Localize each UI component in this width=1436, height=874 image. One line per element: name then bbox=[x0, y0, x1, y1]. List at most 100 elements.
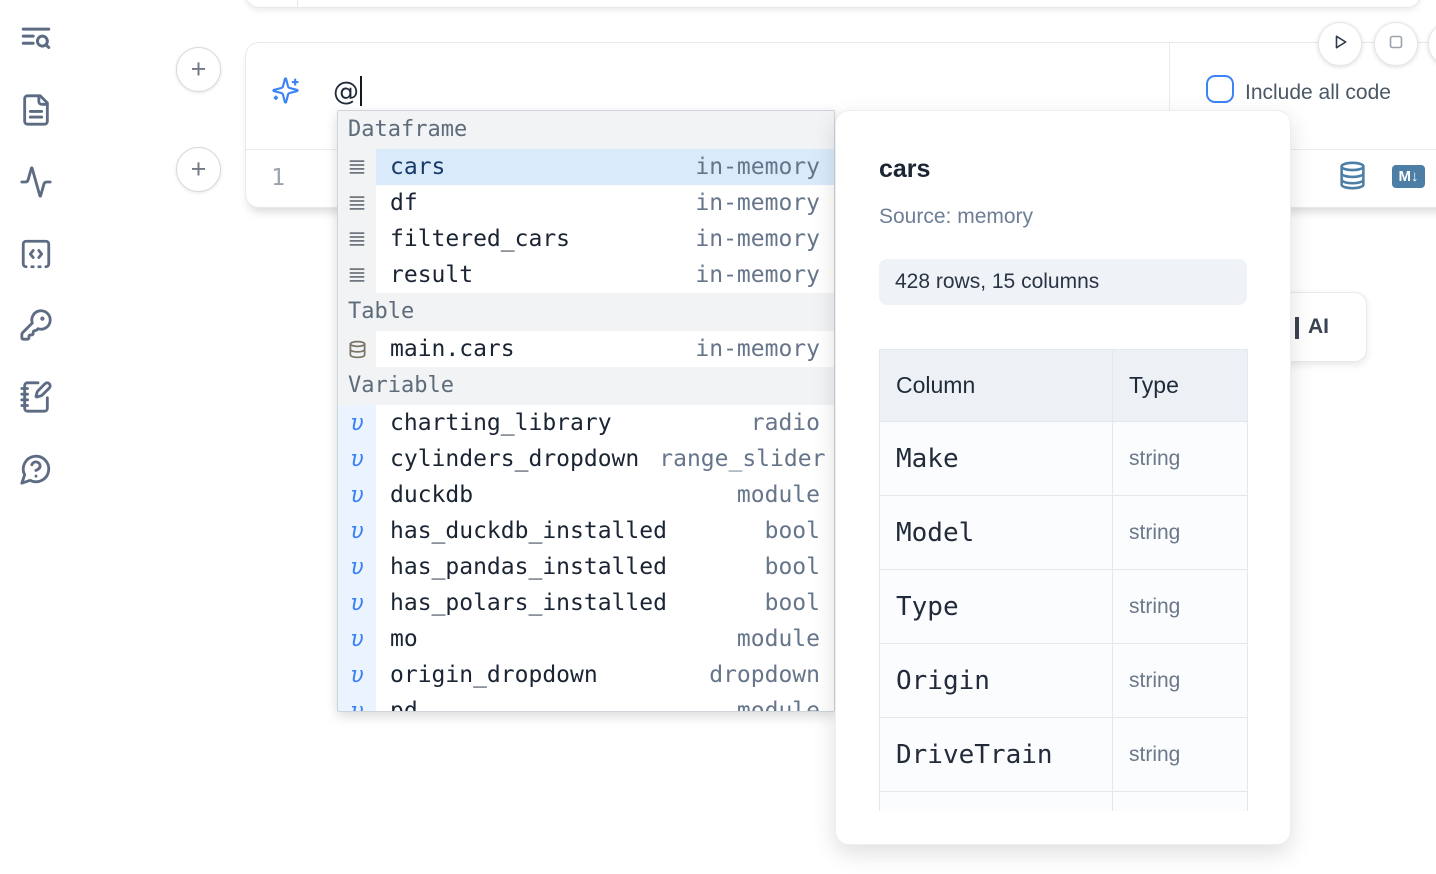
autocomplete-section-dataframe: Dataframe bbox=[338, 111, 834, 149]
line-number: 1 bbox=[271, 165, 285, 191]
autocomplete-item[interactable]: result in-memory bbox=[338, 257, 834, 293]
file-text-icon[interactable] bbox=[19, 93, 53, 127]
help-chat-icon[interactable] bbox=[19, 452, 53, 486]
key-icon[interactable] bbox=[19, 308, 53, 342]
column-type-cell bbox=[1112, 791, 1248, 811]
item-name: df bbox=[390, 190, 418, 216]
item-detail: in-memory bbox=[695, 154, 820, 180]
autocomplete-item[interactable]: main.cars in-memory bbox=[338, 331, 834, 367]
autocomplete-item-main: cars in-memory bbox=[376, 149, 834, 185]
column-name-cell: DriveTrain bbox=[879, 717, 1113, 792]
item-detail: radio bbox=[750, 410, 820, 436]
column-name-cell: Make bbox=[879, 421, 1113, 496]
stop-cell-button[interactable] bbox=[1374, 22, 1418, 66]
variable-icon: υ bbox=[338, 441, 376, 477]
column-name-cell: Type bbox=[879, 569, 1113, 644]
schema-header-cell: Type bbox=[1112, 349, 1248, 422]
autocomplete-item-main: result in-memory bbox=[376, 257, 834, 293]
previous-cell-bottom bbox=[245, 0, 1421, 8]
autocomplete-item-main: df in-memory bbox=[376, 185, 834, 221]
autocomplete-item-main: has_pandas_installed bool bbox=[376, 549, 834, 585]
column-name-cell: Model bbox=[879, 495, 1113, 570]
notebook-pen-icon[interactable] bbox=[19, 380, 53, 414]
sparkles-icon bbox=[271, 76, 300, 105]
text-search-icon[interactable] bbox=[19, 22, 53, 56]
autocomplete-item[interactable]: cars in-memory bbox=[338, 149, 834, 185]
item-detail: dropdown bbox=[709, 662, 820, 688]
row-column-summary: 428 rows, 15 columns bbox=[879, 259, 1247, 305]
preview-title: cars bbox=[879, 155, 931, 183]
code-editor-row[interactable]: 1 M↓ bbox=[246, 151, 1436, 208]
item-name: has_polars_installed bbox=[390, 590, 667, 616]
item-name: result bbox=[390, 262, 474, 288]
rows-icon bbox=[338, 149, 376, 185]
item-detail: bool bbox=[764, 590, 820, 616]
item-detail: bool bbox=[764, 554, 820, 580]
item-name: pd bbox=[390, 698, 418, 712]
column-name-cell bbox=[879, 791, 1113, 811]
autocomplete-section-variable: Variable bbox=[338, 367, 834, 405]
item-name: has_duckdb_installed bbox=[390, 518, 667, 544]
run-cell-button[interactable] bbox=[1318, 22, 1362, 66]
column-type-cell: string bbox=[1112, 495, 1248, 570]
database-icon bbox=[338, 331, 376, 367]
add-cell-above-button[interactable]: + bbox=[176, 47, 221, 92]
item-detail: module bbox=[736, 626, 820, 652]
item-detail: in-memory bbox=[695, 190, 820, 216]
activity-icon[interactable] bbox=[19, 165, 53, 199]
ai-button-label: AI bbox=[1308, 315, 1329, 338]
rows-icon bbox=[338, 257, 376, 293]
variable-icon: υ bbox=[338, 513, 376, 549]
input-divider bbox=[1169, 43, 1170, 150]
variable-icon: υ bbox=[338, 477, 376, 513]
autocomplete-section-table: Table bbox=[338, 293, 834, 331]
include-all-code-label: Include all code bbox=[1245, 81, 1391, 104]
item-name: duckdb bbox=[390, 482, 474, 508]
item-detail: bool bbox=[764, 518, 820, 544]
item-detail: in-memory bbox=[695, 336, 820, 362]
column-name-cell: Origin bbox=[879, 643, 1113, 718]
markdown-icon[interactable]: M↓ bbox=[1392, 165, 1425, 188]
autocomplete-dropdown: Dataframe cars in-memory df in-memory filtere… bbox=[337, 110, 835, 712]
item-name: main.cars bbox=[390, 336, 515, 362]
variable-icon: υ bbox=[338, 405, 376, 441]
code-square-icon[interactable] bbox=[19, 237, 53, 271]
item-name: cars bbox=[390, 154, 446, 180]
database-icon[interactable] bbox=[1338, 161, 1367, 190]
add-cell-below-button[interactable]: + bbox=[176, 147, 221, 192]
variable-icon: υ bbox=[338, 693, 376, 711]
left-sidebar bbox=[0, 0, 70, 874]
include-all-code-checkbox[interactable] bbox=[1206, 75, 1234, 103]
item-name: has_pandas_installed bbox=[390, 554, 667, 580]
variable-icon: υ bbox=[338, 585, 376, 621]
ai-prompt-input[interactable]: @ bbox=[333, 76, 362, 107]
stop-icon bbox=[1384, 30, 1408, 59]
autocomplete-item[interactable]: df in-memory bbox=[338, 185, 834, 221]
rows-icon bbox=[338, 185, 376, 221]
item-name: filtered_cars bbox=[390, 226, 571, 252]
autocomplete-item[interactable]: υ has_polars_installed bool bbox=[338, 585, 834, 621]
item-detail: in-memory bbox=[695, 262, 820, 288]
column-type-cell: string bbox=[1112, 569, 1248, 644]
autocomplete-item[interactable]: υ has_duckdb_installed bool bbox=[338, 513, 834, 549]
item-detail: module bbox=[736, 698, 820, 712]
